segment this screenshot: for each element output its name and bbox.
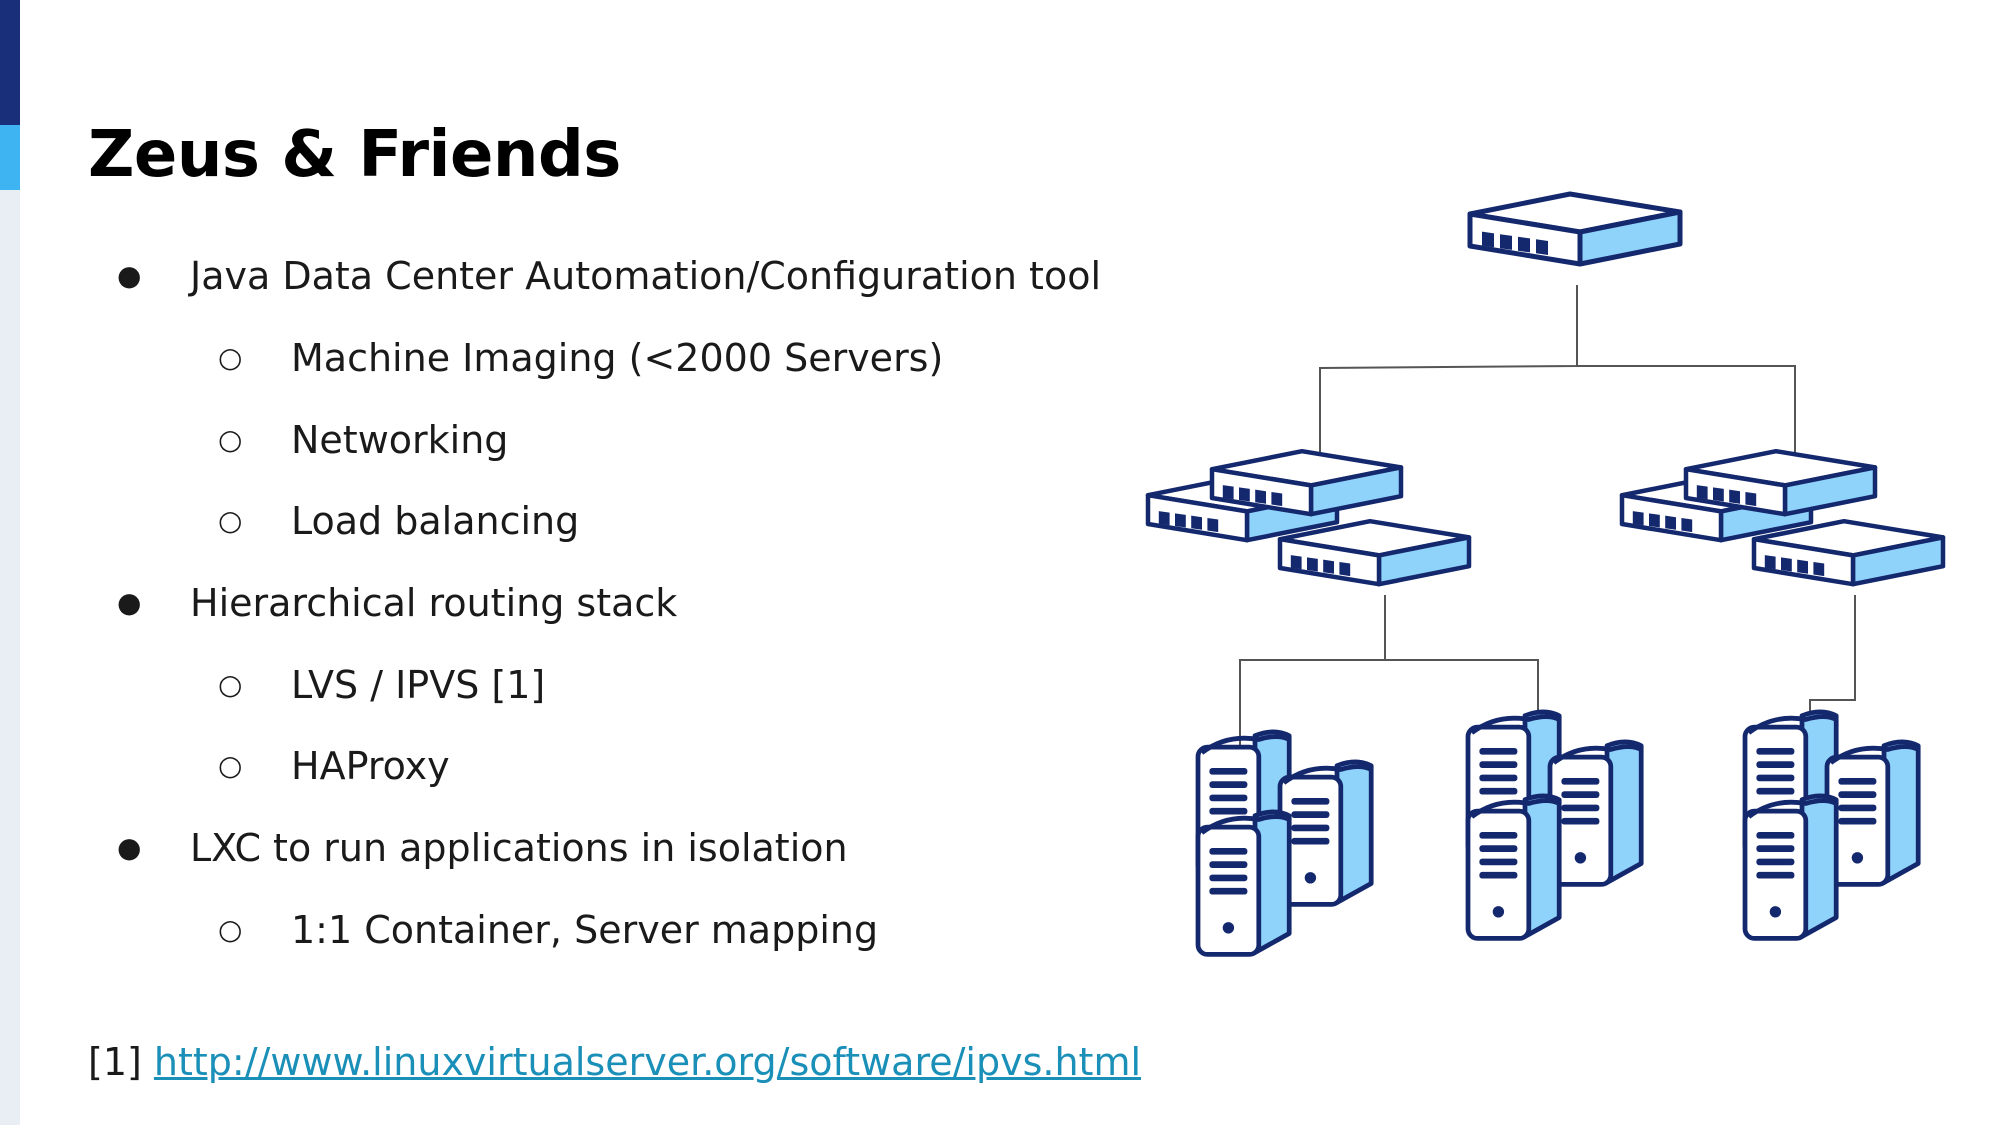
connector-line [1385,659,1539,730]
footnote: [1] http://www.linuxvirtualserver.org/so… [88,1040,1141,1084]
sub-bullet-text: 1:1 Container, Server mapping [291,908,879,952]
network-switch-icon [1280,521,1469,584]
network-switch-icon [1212,451,1401,514]
server-cluster-left [1198,732,1371,955]
sub-bullet-text: LVS / IPVS [1] [291,663,546,707]
sub-bullet-marker: ○ [218,668,243,701]
accent-bar-dark [0,0,20,125]
server-tower-icon [1550,742,1641,885]
server-tower-icon [1745,796,1836,939]
sub-bullet-marker: ○ [218,749,243,782]
bullet-text: Hierarchical routing stack [190,581,678,625]
sub-bullet-marker: ○ [218,504,243,537]
sub-bullet-marker: ○ [218,423,243,456]
bullet-marker: ● [117,259,142,292]
left-accent-rail [0,0,20,1125]
connector-line [1239,595,1386,790]
server-tower-icon [1280,762,1371,905]
server-tower-icon [1827,742,1918,885]
switch-stack-right [1622,451,1943,584]
server-tower-icon [1198,812,1289,955]
server-tower-icon [1468,796,1559,939]
footnote-link[interactable]: http://www.linuxvirtualserver.org/softwa… [153,1040,1142,1084]
core-switch-icon [1470,194,1680,264]
server-cluster-right [1745,712,1918,939]
sub-bullet-marker: ○ [218,341,243,374]
switch-stack-left [1148,451,1469,584]
network-switch-icon [1754,521,1943,584]
network-switch-icon [1686,451,1875,514]
slide-title: Zeus & Friends [88,118,621,192]
sub-bullet-text: Machine Imaging (<2000 Servers) [291,336,944,380]
connector-line [1319,285,1578,470]
server-cluster-middle [1468,712,1641,939]
sub-bullet-text: Load balancing [291,499,580,543]
network-diagram [1140,170,1980,1010]
sub-bullet-text: Networking [291,418,509,462]
bullet-text: LXC to run applications in isolation [190,826,848,870]
bullet-text: Java Data Center Automation/Configuratio… [190,254,1101,298]
bullet-marker: ● [117,586,142,619]
bullet-marker: ● [117,831,142,864]
sub-bullet-text: HAProxy [291,744,450,788]
footnote-ref: [1] [88,1040,142,1084]
accent-bar-light [0,125,20,190]
sub-bullet-marker: ○ [218,913,243,946]
connector-line [1577,365,1796,470]
